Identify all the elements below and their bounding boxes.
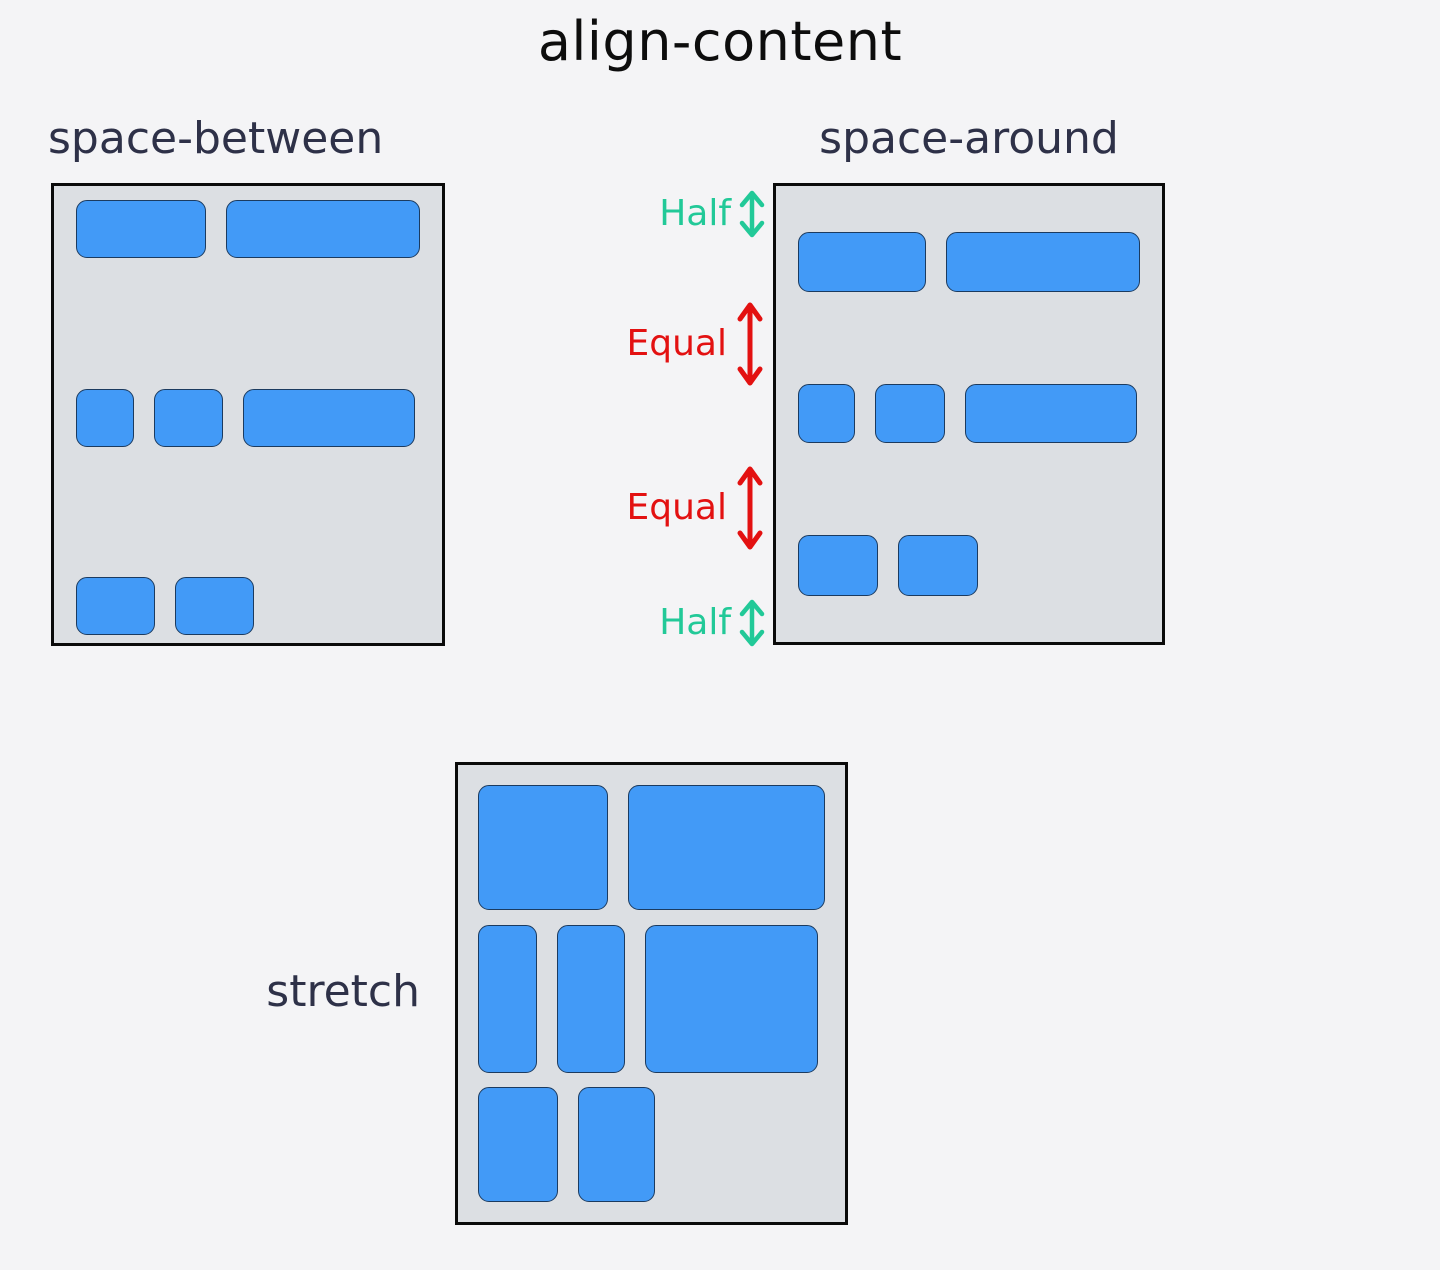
annotation-half-bottom: Half bbox=[659, 597, 766, 649]
updown-arrow-icon bbox=[739, 190, 765, 238]
panel-label-space-around: space-around bbox=[819, 113, 1119, 164]
flex-item bbox=[478, 924, 537, 1073]
flex-item bbox=[965, 384, 1137, 443]
annotation-equal-1: Equal bbox=[627, 299, 766, 389]
flex-item bbox=[578, 1087, 655, 1202]
flex-item bbox=[798, 384, 855, 443]
flex-row bbox=[798, 232, 1140, 292]
flex-item bbox=[76, 388, 134, 447]
flex-row bbox=[76, 200, 420, 258]
page-title: align-content bbox=[537, 10, 903, 73]
updown-arrow-icon bbox=[737, 302, 763, 386]
flex-item bbox=[875, 384, 945, 443]
flex-item bbox=[557, 924, 625, 1073]
flex-item bbox=[478, 1087, 558, 1202]
flex-row bbox=[478, 785, 825, 910]
flex-item bbox=[798, 535, 878, 596]
flex-item bbox=[226, 200, 420, 258]
flex-item bbox=[898, 535, 978, 596]
stretch-container bbox=[455, 762, 848, 1225]
flex-row bbox=[478, 924, 825, 1073]
panel-label-stretch: stretch bbox=[266, 966, 420, 1017]
flex-item bbox=[478, 785, 608, 910]
annotation-label: Equal bbox=[626, 323, 727, 364]
flex-row bbox=[798, 384, 1140, 443]
space-between-container bbox=[51, 183, 445, 646]
flex-item bbox=[76, 200, 206, 258]
flex-item bbox=[175, 577, 254, 635]
annotation-label: Equal bbox=[626, 487, 727, 528]
flex-item bbox=[946, 232, 1140, 292]
flex-item bbox=[243, 388, 415, 447]
annotation-label: Half bbox=[659, 193, 731, 234]
updown-arrow-icon bbox=[737, 466, 763, 550]
flex-row bbox=[76, 577, 420, 635]
flex-item bbox=[154, 388, 223, 447]
annotation-half-top: Half bbox=[659, 188, 766, 240]
flex-item bbox=[798, 232, 926, 292]
annotation-equal-2: Equal bbox=[627, 463, 766, 553]
flex-item bbox=[628, 785, 825, 910]
panel-label-space-between: space-between bbox=[48, 113, 384, 164]
flex-row bbox=[76, 388, 420, 447]
flex-row bbox=[798, 535, 1140, 596]
flex-item bbox=[76, 577, 155, 635]
flex-row bbox=[478, 1087, 825, 1202]
annotation-label: Half bbox=[659, 602, 731, 643]
updown-arrow-icon bbox=[739, 599, 765, 647]
flex-item bbox=[645, 924, 818, 1073]
space-around-container bbox=[773, 183, 1165, 645]
